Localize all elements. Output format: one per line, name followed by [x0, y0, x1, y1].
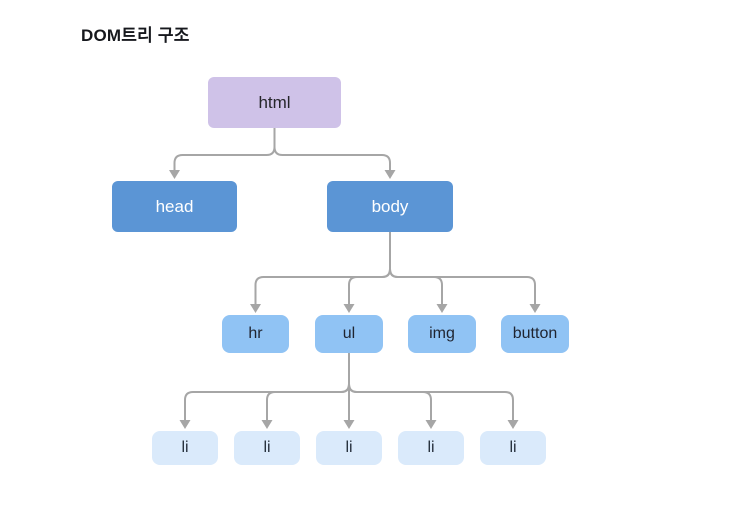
- edge-body-ul: [348, 232, 391, 304]
- node-hr-label: hr: [248, 325, 263, 342]
- edge-body-button: [389, 232, 536, 304]
- edge-ul-li-4: [348, 353, 432, 420]
- node-li-3: li: [316, 431, 382, 465]
- arrowhead-head: [169, 170, 180, 179]
- node-li-5-label: li: [509, 439, 517, 456]
- node-html: html: [208, 77, 341, 128]
- node-li-5: li: [480, 431, 546, 465]
- page-title: DOM트리 구조: [81, 26, 190, 45]
- arrowhead-li-2: [261, 420, 273, 429]
- node-body-label: body: [371, 196, 409, 216]
- arrowhead-li-4: [425, 420, 437, 429]
- node-img-label: img: [429, 325, 455, 342]
- node-button-label: button: [512, 325, 558, 342]
- node-li-1-label: li: [181, 439, 189, 456]
- node-ul-label: ul: [342, 325, 356, 342]
- arrowhead-li-5: [507, 420, 519, 429]
- node-li-3-label: li: [345, 439, 353, 456]
- arrowhead-button: [529, 304, 541, 313]
- node-head: head: [112, 181, 237, 232]
- arrowhead-body: [384, 170, 396, 179]
- edge-ul-li-2: [266, 353, 350, 420]
- node-li-1: li: [152, 431, 218, 465]
- node-img: img: [408, 315, 476, 353]
- edge-html-body: [273, 128, 391, 170]
- arrowhead-li-1: [179, 420, 191, 429]
- node-button: button: [501, 315, 569, 353]
- node-ul: ul: [315, 315, 383, 353]
- node-html-label: html: [258, 92, 291, 112]
- arrowhead-hr: [250, 304, 261, 313]
- node-hr: hr: [222, 315, 289, 353]
- node-li-2: li: [234, 431, 300, 465]
- arrowhead-li-3: [343, 420, 355, 429]
- arrowhead-ul: [343, 304, 355, 313]
- node-li-4-label: li: [427, 439, 435, 456]
- node-li-2-label: li: [263, 439, 271, 456]
- node-head-label: head: [155, 196, 194, 216]
- edge-ul-li-5: [348, 353, 514, 420]
- edge-body-img: [389, 232, 443, 304]
- arrowhead-img: [436, 304, 448, 313]
- node-li-4: li: [398, 431, 464, 465]
- edge-body-hr: [254, 232, 391, 304]
- edge-html-head: [173, 128, 276, 170]
- node-body: body: [327, 181, 453, 232]
